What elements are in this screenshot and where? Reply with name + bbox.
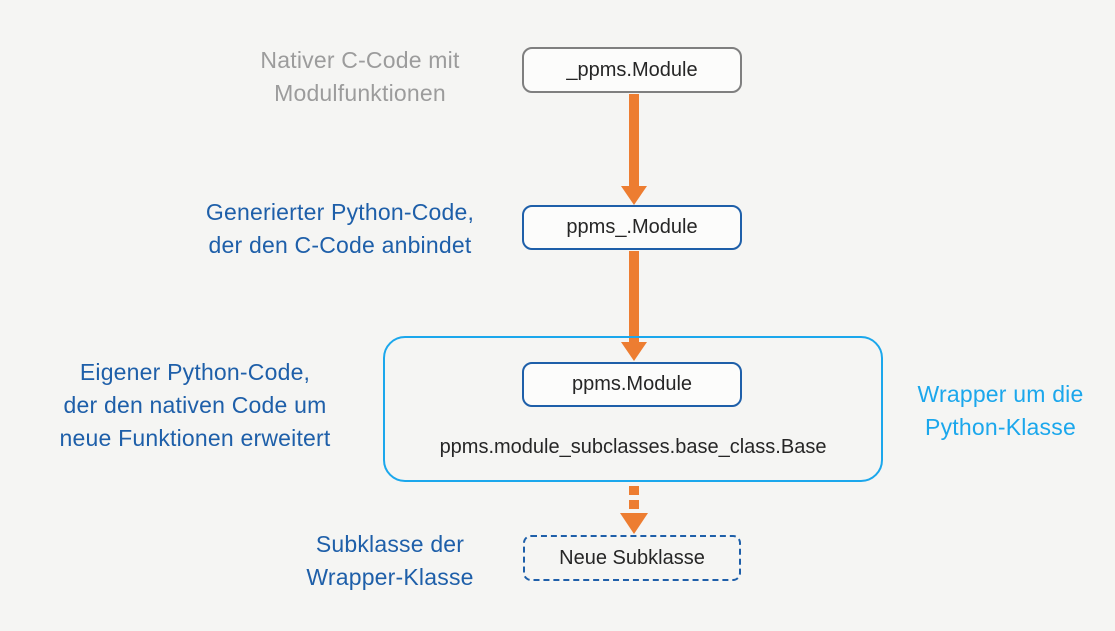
native-module-label: _ppms.Module: [566, 58, 698, 81]
subclass-label-line2: Wrapper-Klasse: [306, 564, 474, 590]
own-python-label-line3: neue Funktionen erweitert: [59, 425, 331, 451]
wrapper-label: Wrapper um die Python-Klasse: [888, 378, 1113, 444]
wrapper-module-label: ppms.Module: [571, 373, 693, 395]
native-module-box: _ppms.Module: [522, 47, 742, 93]
native-c-label: Nativer C-Code mit Modulfunktionen: [205, 44, 515, 110]
generated-python-label-line1: Generierter Python-Code,: [205, 199, 475, 225]
own-python-label: Eigener Python-Code, der den nativen Cod…: [25, 356, 365, 455]
arrow-native-to-generated-head: [621, 186, 647, 205]
own-python-label-line1: Eigener Python-Code,: [79, 359, 311, 385]
new-subclass-label: Neue Subklasse: [559, 546, 705, 569]
arrow-native-to-generated-shaft: [629, 94, 639, 188]
arrow-generated-to-wrapper-shaft: [629, 251, 639, 344]
wrapper-container-box: [383, 336, 883, 482]
arrow-wrapper-to-subclass-head: [620, 513, 648, 534]
wrapper-label-line2: Python-Klasse: [925, 414, 1076, 440]
new-subclass-box: Neue Subklasse: [523, 535, 741, 581]
native-c-label-line2: Modulfunktionen: [274, 80, 446, 106]
generated-module-box: ppms_.Module: [522, 205, 742, 250]
native-c-label-line1: Nativer C-Code mit: [260, 47, 460, 73]
subclass-label: Subklasse der Wrapper-Klasse: [280, 528, 500, 594]
wrapper-label-line1: Wrapper um die: [917, 381, 1084, 407]
wrapper-module-box: ppms.Module: [522, 362, 742, 407]
subclass-label-line1: Subklasse der: [315, 531, 465, 557]
own-python-label-line2: der den nativen Code um: [63, 392, 327, 418]
base-class-path: ppms.module_subclasses.base_class.Base: [439, 436, 827, 458]
arrow-wrapper-to-subclass-shaft: [629, 486, 639, 512]
generated-python-label: Generierter Python-Code, der den C-Code …: [175, 196, 505, 262]
arrow-generated-to-wrapper-head: [621, 342, 647, 361]
generated-python-label-line2: der den C-Code anbindet: [208, 232, 472, 258]
generated-module-label: ppms_.Module: [566, 216, 698, 238]
